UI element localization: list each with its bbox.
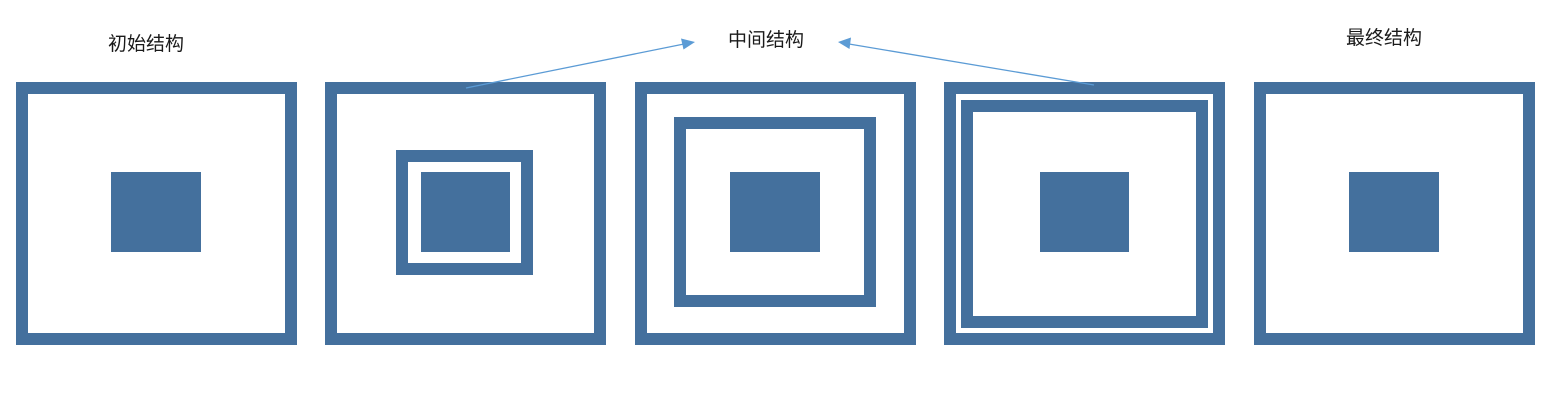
panel-intermediate-1-outer-frame [325, 82, 606, 345]
label-final-structure: 最终结构 [1346, 27, 1423, 49]
panel-intermediate-3-core [1040, 172, 1129, 252]
panel-final-core [1349, 172, 1439, 252]
arrow-left-to-middle-label [465, 38, 695, 89]
panel-initial [16, 82, 297, 345]
panel-intermediate-1-core [421, 172, 510, 252]
panel-intermediate-2-inner-frame [674, 117, 876, 307]
arrow-right-to-middle-label [838, 37, 1095, 86]
panel-intermediate-3 [944, 82, 1225, 345]
label-intermediate-structure: 中间结构 [728, 29, 805, 51]
panel-intermediate-1 [325, 82, 606, 345]
panel-intermediate-3-outer-frame [944, 82, 1225, 345]
panel-initial-core [111, 172, 201, 252]
panel-intermediate-3-inner-frame [961, 100, 1208, 328]
arrow-right-head-icon [838, 37, 851, 49]
label-initial-structure: 初始结构 [108, 33, 185, 55]
panel-intermediate-2 [635, 82, 916, 345]
panel-intermediate-1-inner-frame [396, 150, 533, 275]
panel-initial-outer-frame [16, 82, 297, 345]
panel-intermediate-2-outer-frame [635, 82, 916, 345]
panel-final-outer-frame [1254, 82, 1535, 345]
panel-final [1254, 82, 1535, 345]
panel-intermediate-2-core [730, 172, 820, 252]
arrow-left-head-icon [681, 38, 695, 50]
